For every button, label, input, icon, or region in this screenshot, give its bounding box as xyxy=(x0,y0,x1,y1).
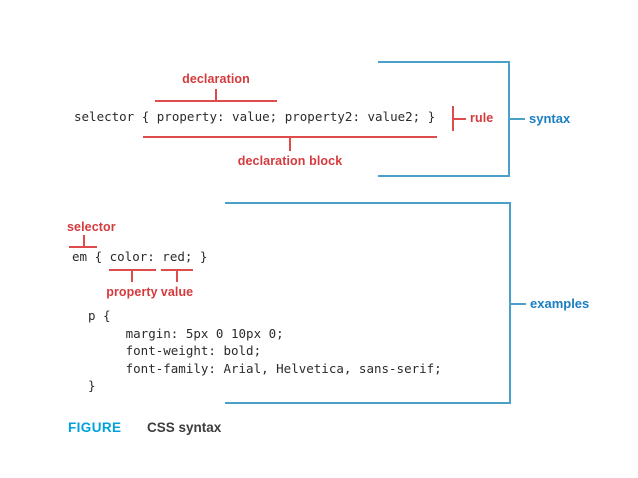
examples-label: examples xyxy=(530,296,590,311)
syntax-connector-line xyxy=(510,118,525,120)
syntax-bracket xyxy=(378,61,510,177)
selector-overline xyxy=(69,246,97,248)
value-underline xyxy=(161,269,193,271)
rule-tick-line xyxy=(452,118,466,120)
selector-tick-line xyxy=(83,235,85,246)
syntax-label: syntax xyxy=(529,111,571,126)
examples-connector-line xyxy=(511,303,526,305)
syntax-code-line: selector { property: value; property2: v… xyxy=(74,109,436,124)
declaration-block-label: declaration block xyxy=(237,154,343,168)
declaration-tick-line xyxy=(215,89,217,100)
declaration-block-underline xyxy=(143,136,437,138)
rule-label: rule xyxy=(470,111,494,125)
examples-bracket xyxy=(225,202,511,404)
em-code-line: em { color: red; } xyxy=(72,249,208,264)
declaration-label: declaration xyxy=(182,72,250,86)
property-underline xyxy=(109,269,156,271)
p-code-block: p { margin: 5px 0 10px 0; font-weight: b… xyxy=(88,308,442,393)
property-tick-line xyxy=(131,270,133,282)
figure-caption-label: FIGURE xyxy=(68,420,122,435)
property-label: property xyxy=(106,285,158,299)
declaration-block-tick-line xyxy=(289,137,291,151)
figure-caption-text: CSS syntax xyxy=(147,420,222,435)
example-selector-label: selector xyxy=(67,220,116,234)
declaration-underline xyxy=(155,100,277,102)
value-label: value xyxy=(160,285,194,299)
value-tick-line xyxy=(176,270,178,282)
